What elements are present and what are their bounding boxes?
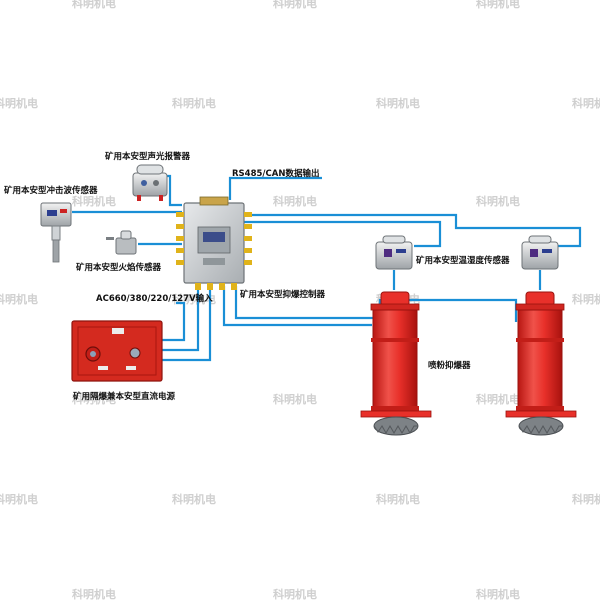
watermark-text: 科明机电	[273, 587, 317, 600]
label-temp-humidity-sensor: 矿用本安型温湿度传感器	[416, 255, 510, 266]
label-flame-sensor: 矿用本安型火焰传感器	[76, 262, 162, 273]
watermark-text: 科明机电	[476, 587, 520, 600]
powder-suppressor-1	[360, 291, 432, 436]
cable-ac-input	[162, 301, 186, 342]
cable-suppressor-1	[222, 286, 372, 327]
watermark-text: 科明机电	[172, 96, 216, 110]
watermark-text: 科明机电	[0, 492, 38, 506]
watermark-text: 科明机电	[476, 0, 520, 10]
watermark-text: 科明机电	[572, 292, 600, 306]
watermark-text: 科明机电	[476, 392, 520, 406]
watermark-text: 科明机电	[273, 194, 317, 208]
watermark-text: 科明机电	[72, 194, 116, 208]
watermark-text: 科明机电	[273, 392, 317, 406]
cable-rs485	[228, 176, 322, 200]
label-rs485-output: RS485/CAN数据输出	[232, 168, 319, 179]
label-shockwave-sensor: 矿用本安型冲击波传感器	[4, 185, 98, 196]
cable-power-2	[162, 286, 212, 362]
watermark-text: 科明机电	[72, 0, 116, 10]
label-ac-input: AC660/380/220/127V输入	[96, 293, 213, 304]
watermark-text: 科明机电	[476, 194, 520, 208]
watermark-text: 科明机电	[72, 587, 116, 600]
sound-light-alarm	[132, 164, 168, 201]
watermark-text: 科明机电	[72, 392, 116, 406]
cable-temp-sensor-1	[244, 220, 442, 248]
temp-humidity-sensor-2	[521, 235, 559, 270]
cable-temp-sensor-2	[244, 213, 582, 248]
shockwave-sensor	[40, 202, 72, 263]
cable-layer	[72, 174, 582, 362]
dc-power-supply	[71, 320, 163, 382]
watermark-text: 科明机电	[172, 492, 216, 506]
label-powder-suppressor: 喷粉抑爆器	[428, 360, 471, 371]
temp-humidity-sensor-1	[375, 235, 413, 270]
watermark-text: 科明机电	[273, 0, 317, 10]
label-controller: 矿用本安型抑爆控制器	[240, 289, 326, 300]
watermark-text: 科明机电	[0, 292, 38, 306]
powder-suppressor-2	[505, 291, 577, 436]
watermark-text: 科明机电	[572, 96, 600, 110]
label-power-supply: 矿用隔爆兼本安型直流电源	[73, 391, 176, 402]
label-sound-light-alarm: 矿用本安型声光报警器	[105, 151, 191, 162]
watermark-text: 科明机电	[0, 96, 38, 110]
alarm-lamp-icon	[141, 180, 147, 186]
watermark-text: 科明机电	[572, 492, 600, 506]
cable-power-1	[162, 286, 200, 352]
flame-sensor	[106, 230, 137, 255]
display-screen-icon	[203, 232, 225, 242]
watermark-text: 科明机电	[376, 492, 420, 506]
suppression-controller	[176, 196, 252, 290]
watermark-text: 科明机电	[376, 96, 420, 110]
